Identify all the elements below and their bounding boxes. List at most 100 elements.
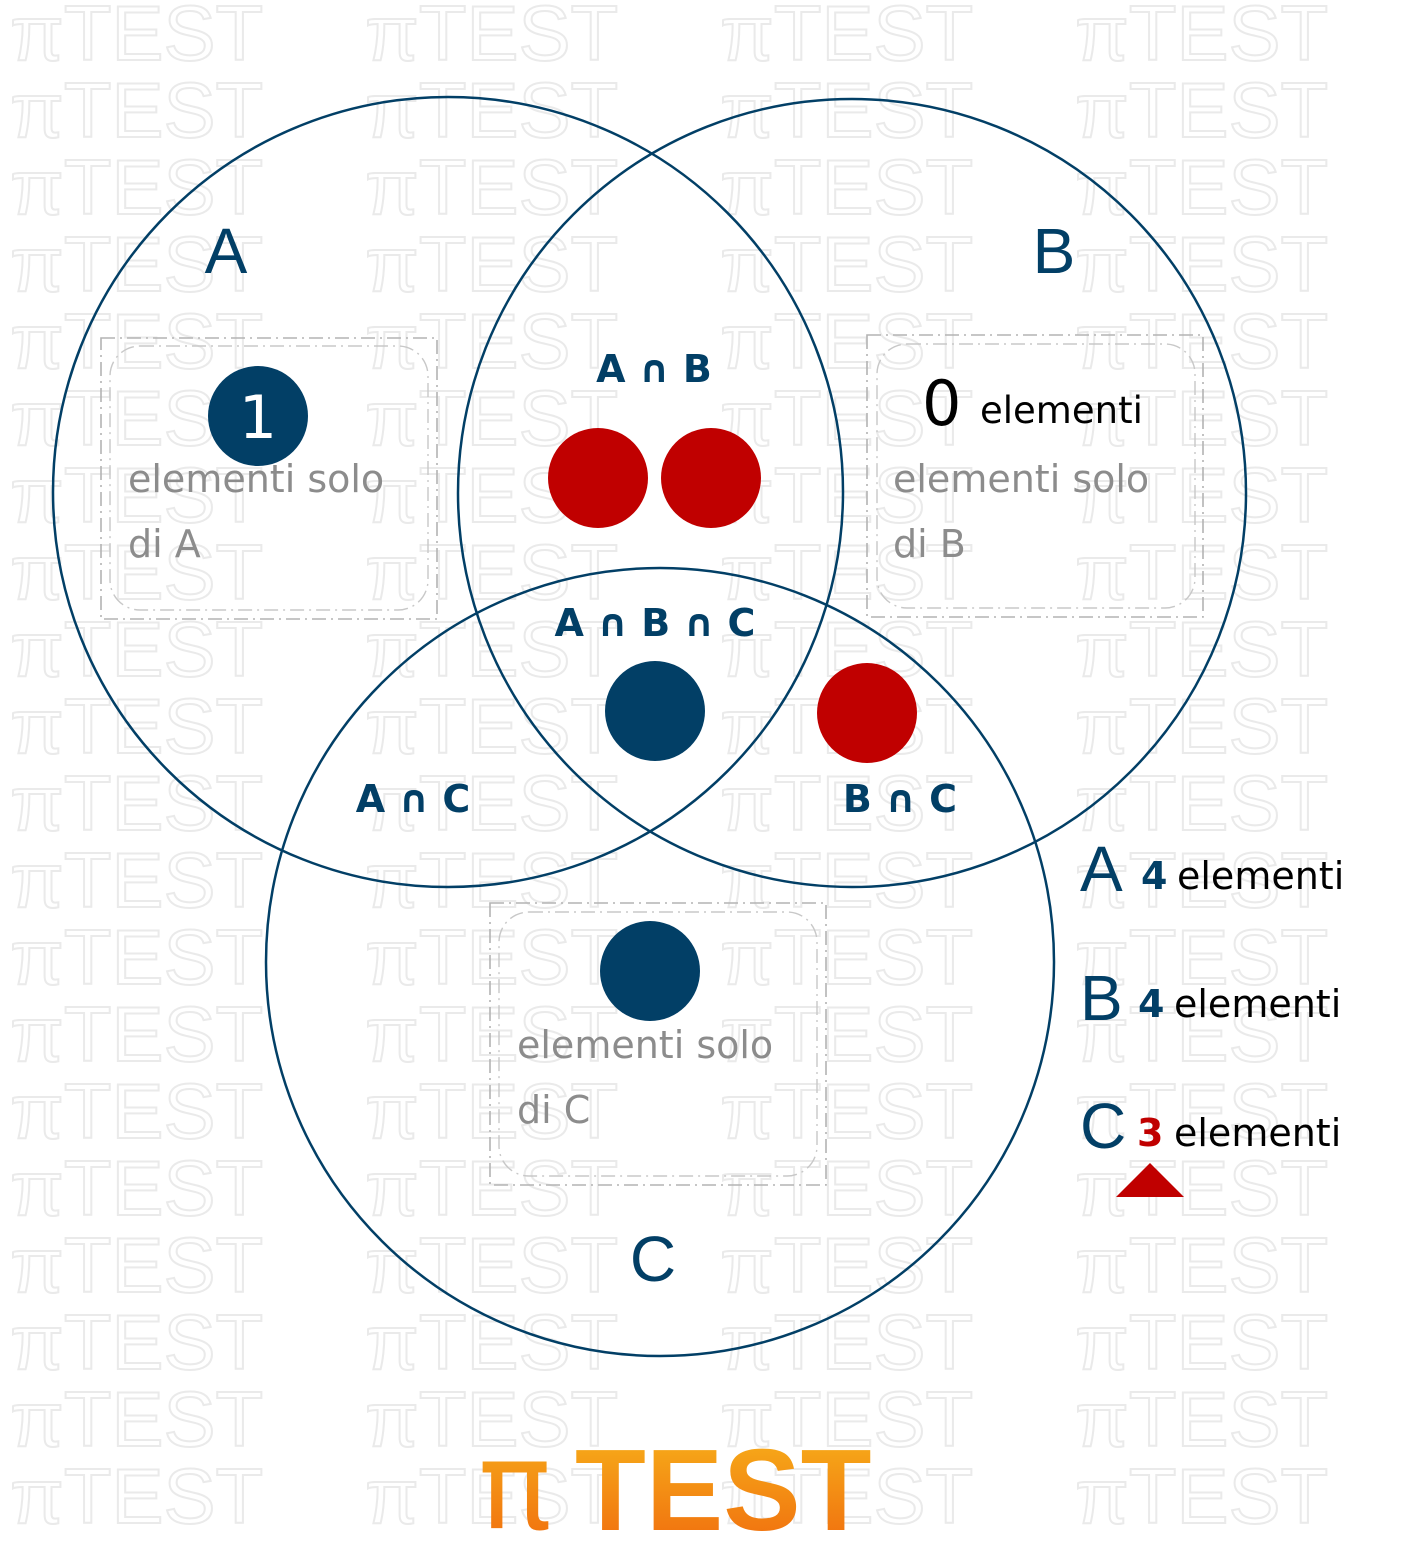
watermark-text: πTEST	[10, 1067, 263, 1155]
watermark-text: πTEST	[1075, 374, 1328, 462]
watermark-text: πTEST	[10, 1298, 263, 1386]
watermark-text: πTEST	[720, 374, 973, 462]
watermark-text: πTEST	[720, 759, 973, 847]
set-b-circle	[456, 97, 1248, 889]
watermark-text: πTEST	[720, 0, 973, 77]
watermark-text: πTEST	[720, 528, 973, 616]
logo-text: TEST	[575, 1425, 871, 1542]
watermark-text: πTEST	[10, 990, 263, 1078]
watermark-text: πTEST	[720, 1067, 973, 1155]
only-c-box: elementi solo di C	[489, 902, 827, 1186]
summary-b-count: 4	[1138, 982, 1164, 1026]
watermark-text: πTEST	[1075, 1375, 1328, 1463]
watermark-text: πTEST	[10, 836, 263, 924]
watermark-text: πTEST	[10, 66, 263, 154]
watermark-text: πTEST	[365, 1298, 618, 1386]
set-b-label: B	[1033, 215, 1076, 287]
watermark-text: πTEST	[720, 1298, 973, 1386]
ab-element-dot-2	[661, 428, 761, 528]
watermark-text: πTEST	[10, 682, 263, 770]
set-c-circle	[264, 566, 1056, 1358]
watermark-text: πTEST	[365, 1452, 618, 1540]
watermark-text: πTEST	[1075, 913, 1328, 1001]
watermark-text: πTEST	[720, 1375, 973, 1463]
only-a-text-line2: di A	[128, 522, 201, 566]
watermark-text: πTEST	[1075, 990, 1328, 1078]
watermark-text: πTEST	[10, 528, 263, 616]
watermark-text: πTEST	[1075, 220, 1328, 308]
watermark-text: πTEST	[365, 836, 618, 924]
watermark-text: πTEST	[10, 1221, 263, 1309]
logo: π TEST	[478, 1415, 871, 1542]
only-a-box: 1 elementi solo di A	[100, 337, 438, 620]
abc-element-dot	[605, 661, 705, 761]
watermark-text: πTEST	[1075, 1221, 1328, 1309]
summary-b-unit: elementi	[1174, 982, 1341, 1026]
watermark-text: πTEST	[10, 0, 263, 77]
intersection-ab-label: A ∩ B	[596, 347, 712, 391]
only-c-text-line1: elementi solo	[517, 1023, 773, 1067]
only-c-element-dot	[600, 921, 700, 1021]
set-a-circle	[51, 95, 845, 889]
watermark-text: πTEST	[365, 143, 618, 231]
watermark-text: πTEST	[1075, 451, 1328, 539]
watermark-text: πTEST	[365, 1375, 618, 1463]
watermark-text: πTEST	[720, 913, 973, 1001]
only-b-text-line1: elementi solo	[893, 457, 1149, 501]
only-b-count-unit: elementi	[980, 389, 1143, 432]
watermark-text: πTEST	[1075, 1452, 1328, 1540]
watermark-text: πTEST	[365, 990, 618, 1078]
watermark-text: πTEST	[1075, 682, 1328, 770]
only-a-count: 1	[239, 383, 277, 453]
watermark-text: πTEST	[365, 528, 618, 616]
watermark-text: πTEST	[10, 759, 263, 847]
watermark-text: πTEST	[10, 143, 263, 231]
watermark-text: πTEST	[365, 297, 618, 385]
watermark-text: πTEST	[720, 1144, 973, 1232]
summary-c-count: 3	[1137, 1111, 1163, 1155]
watermark-text: πTEST	[365, 220, 618, 308]
watermark-text: πTEST	[720, 220, 973, 308]
bc-element-dot	[817, 663, 917, 763]
summary-b-set: B	[1080, 962, 1123, 1034]
watermark-text: πTEST	[365, 1067, 618, 1155]
set-a-label: A	[205, 215, 248, 287]
watermark-text: πTEST	[1075, 528, 1328, 616]
only-b-box: 0 elementi elementi solo di B	[866, 334, 1204, 618]
watermark-text: πTEST	[1075, 1144, 1328, 1232]
watermark-text: πTEST	[10, 1452, 263, 1540]
watermark-text: πTEST	[1075, 759, 1328, 847]
watermark-text: πTEST	[720, 297, 973, 385]
summary-a-count: 4	[1141, 854, 1167, 898]
watermark-text: πTEST	[365, 66, 618, 154]
only-b-text-line2: di B	[893, 522, 966, 566]
only-a-text-line1: elementi solo	[128, 457, 384, 501]
watermark-text: πTEST	[1075, 66, 1328, 154]
watermark-text: πTEST	[365, 1221, 618, 1309]
watermark-text: πTEST	[1075, 143, 1328, 231]
only-c-text-line2: di C	[517, 1088, 590, 1132]
watermark-text: πTEST	[720, 836, 973, 924]
watermark-text: πTEST	[365, 605, 618, 693]
intersection-abc-label: A ∩ B ∩ C	[555, 601, 756, 645]
intersection-bc-label: B ∩ C	[843, 777, 957, 821]
watermark-text: πTEST	[720, 143, 973, 231]
watermark-text: πTEST	[365, 0, 618, 77]
watermark-text: πTEST	[720, 1221, 973, 1309]
watermark-text: πTEST	[365, 1144, 618, 1232]
watermark-text: πTEST	[365, 682, 618, 770]
only-a-element-dot	[208, 366, 308, 466]
watermark-text: πTEST	[10, 1375, 263, 1463]
watermark-text: πTEST	[720, 990, 973, 1078]
logo-pi: π	[478, 1415, 551, 1542]
summary-a-unit: elementi	[1177, 854, 1344, 898]
watermark-text: πTEST	[10, 913, 263, 1001]
watermark-text: πTEST	[365, 913, 618, 1001]
watermark-text: πTEST	[720, 451, 973, 539]
watermark-text: πTEST	[10, 220, 263, 308]
ab-element-dot-1	[548, 428, 648, 528]
watermark-text: πTEST	[1075, 836, 1328, 924]
